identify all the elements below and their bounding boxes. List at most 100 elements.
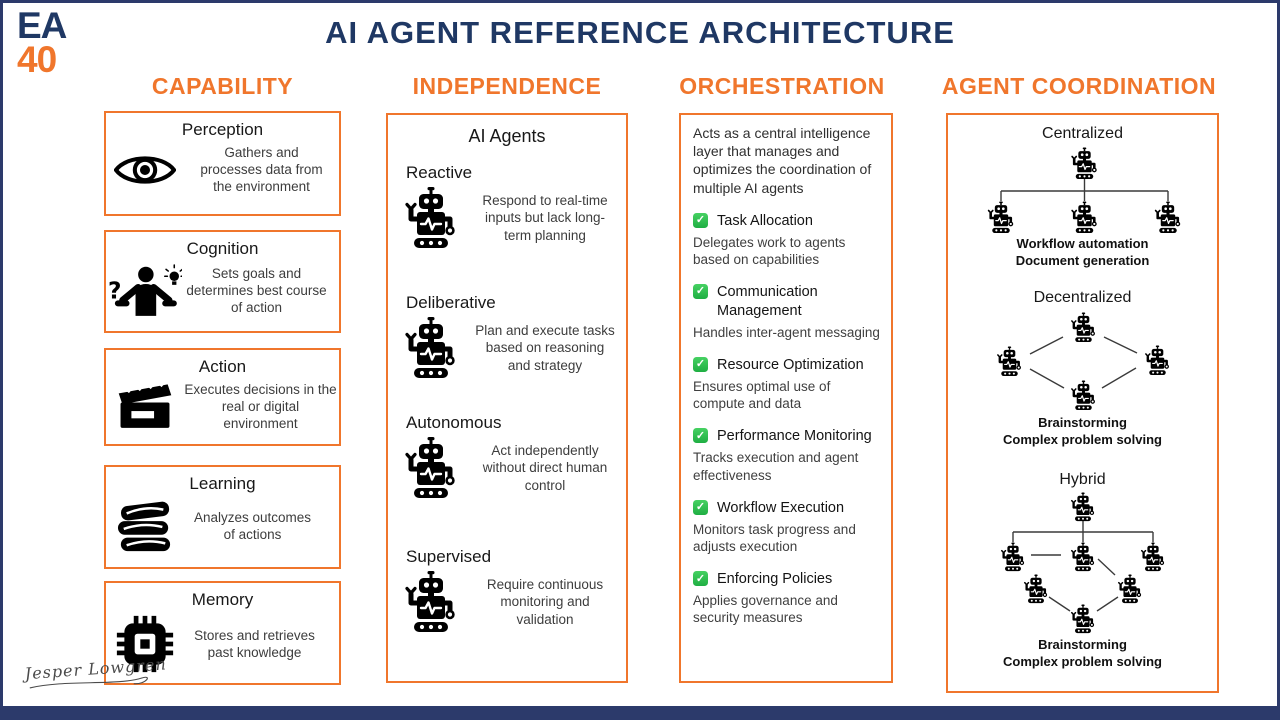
caption-line: Workflow automation xyxy=(1016,236,1149,251)
agent-type-description: Act independently without direct human c… xyxy=(482,443,608,493)
agent-type-title: Deliberative xyxy=(406,293,496,312)
check-icon: ✓ xyxy=(693,571,708,587)
robot-icon xyxy=(388,436,474,500)
capability-card-cognition: Cognition Sets goals and determines best… xyxy=(104,230,341,333)
robot-icon xyxy=(1070,312,1096,343)
card-description: Gathers and processes data from the envi… xyxy=(200,145,323,194)
robot-icon xyxy=(388,186,474,250)
robot-icon xyxy=(1000,542,1025,572)
orchestration-item-resource-optimization: ✓Resource Optimization Ensures optimal u… xyxy=(693,356,881,412)
card-title: Learning xyxy=(189,474,256,493)
orchestration-box: Acts as a central intelligence layer tha… xyxy=(679,113,893,683)
agent-type-description: Require continuous monitoring and valida… xyxy=(486,577,604,627)
column-header-independence: INDEPENDENCE xyxy=(412,73,602,99)
capability-card-learning: Learning Analyzes outcomes of actions xyxy=(104,465,341,569)
coordination-mode-title-centralized: Centralized xyxy=(1042,125,1123,142)
check-icon: ✓ xyxy=(693,428,708,444)
thinking-person-icon xyxy=(106,263,184,317)
orchestration-item-title: Enforcing Policies xyxy=(717,571,833,588)
robot-icon xyxy=(388,570,474,634)
signature-flourish xyxy=(29,676,148,689)
capability-card-memory: Memory Stores and retrieves past knowled… xyxy=(104,581,341,685)
check-icon: ✓ xyxy=(693,499,708,515)
robot-icon xyxy=(1070,542,1095,572)
column-header-orchestration: ORCHESTRATION xyxy=(679,73,885,99)
check-icon: ✓ xyxy=(693,357,708,373)
card-title: Memory xyxy=(191,590,254,609)
robot-icon xyxy=(1070,201,1098,234)
orchestration-item-description: Delegates work to agents based on capabi… xyxy=(693,234,846,267)
agent-type-deliberative: Deliberative Plan and execute tasks base… xyxy=(388,293,626,380)
caption-line: Complex problem solving xyxy=(1003,653,1162,669)
coordination-mode-caption: Brainstorming Complex problem solving xyxy=(948,637,1217,671)
orchestration-intro: Acts as a central intelligence layer tha… xyxy=(693,125,872,196)
agent-type-supervised: Supervised Require continuous monitoring… xyxy=(388,547,626,634)
card-description: Sets goals and determines best course of… xyxy=(186,265,327,315)
orchestration-item-title: Resource Optimization xyxy=(717,357,864,374)
orchestration-item-title: Task Allocation xyxy=(717,212,813,229)
orchestration-item-title: Communication Management xyxy=(717,284,818,319)
agent-type-reactive: Reactive Respond to real-time inputs but… xyxy=(388,163,626,250)
books-icon xyxy=(106,498,184,554)
card-description: Executes decisions in the real or digita… xyxy=(184,382,337,431)
robot-icon xyxy=(996,346,1022,377)
agent-type-autonomous: Autonomous Act independently without dir… xyxy=(388,413,626,500)
card-title: Cognition xyxy=(186,239,259,258)
agent-type-title: Autonomous xyxy=(406,413,502,432)
caption-line: Complex problem solving xyxy=(1003,431,1162,447)
logo-line2: 40 xyxy=(17,39,57,81)
robot-icon xyxy=(1154,201,1181,234)
ea40-logo: EA 40 xyxy=(17,5,67,81)
coordination-mode-caption: Brainstorming Complex problem solving xyxy=(948,415,1217,449)
agent-type-title: Supervised xyxy=(406,547,492,566)
card-description: Analyzes outcomes of actions xyxy=(193,510,312,542)
eye-icon xyxy=(106,150,184,190)
orchestration-item-description: Handles inter-agent messaging xyxy=(693,324,880,340)
orchestration-item-description: Applies governance and security measures xyxy=(693,593,838,626)
coordination-mode-caption: Workflow automation Document generation xyxy=(948,236,1217,270)
author-signature: Jesper Lowgren xyxy=(24,654,176,694)
orchestration-item-communication-management: ✓ Communication Management Handles inter-… xyxy=(693,283,881,341)
card-title: Action xyxy=(198,357,247,376)
card-description: Stores and retrieves past knowledge xyxy=(194,628,315,660)
coordination-mode-title-hybrid: Hybrid xyxy=(1059,471,1106,488)
capability-card-perception: Perception Gathers and processes data fr… xyxy=(104,111,341,216)
robot-icon xyxy=(1117,574,1142,604)
capability-card-action: Action Executes decisions in the real or… xyxy=(104,348,341,446)
agent-type-title: Reactive xyxy=(406,163,473,182)
robot-icon xyxy=(987,201,1014,234)
orchestration-item-workflow-execution: ✓ Workflow Execution Monitors task progre… xyxy=(693,499,881,555)
independence-box-title: AI Agents xyxy=(468,126,546,146)
column-header-agent-coordination: AGENT COORDINATION xyxy=(941,73,1217,99)
agent-coordination-box: Centralized Workflow automation Document… xyxy=(946,113,1219,693)
bottom-accent-bar xyxy=(3,706,1277,717)
check-icon: ✓ xyxy=(693,284,708,300)
card-title: Perception xyxy=(181,120,264,139)
column-header-capability: CAPABILITY xyxy=(151,73,294,99)
caption-line: Brainstorming xyxy=(1038,415,1127,430)
independence-box: AI Agents Reactive Respond to real-time … xyxy=(386,113,628,683)
orchestration-item-title: Performance Monitoring xyxy=(717,428,872,445)
page-title: AI AGENT REFERENCE ARCHITECTURE xyxy=(325,15,955,50)
orchestration-item-title: Workflow Execution xyxy=(717,499,845,516)
coordination-mode-title-decentralized: Decentralized xyxy=(1033,289,1132,306)
agent-type-description: Plan and execute tasks based on reasonin… xyxy=(475,323,615,373)
centralized-topology-diagram xyxy=(987,147,1181,234)
caption-line: Brainstorming xyxy=(1038,637,1127,652)
robot-icon xyxy=(1023,574,1048,604)
orchestration-item-performance-monitoring: ✓ Performance Monitoring Tracks execution… xyxy=(693,427,881,483)
orchestration-item-description: Tracks execution and agent effectiveness xyxy=(693,450,859,483)
clapperboard-icon xyxy=(106,382,184,432)
orchestration-item-enforcing-policies: ✓ Enforcing Policies Applies governance a… xyxy=(693,570,881,626)
robot-icon xyxy=(1070,492,1095,522)
decentralized-topology-diagram xyxy=(996,312,1170,411)
orchestration-item-description: Monitors task progress and adjusts execu… xyxy=(693,521,856,554)
robot-icon xyxy=(1070,604,1095,634)
robot-icon xyxy=(1070,147,1098,180)
robot-icon xyxy=(1070,380,1096,411)
agent-type-description: Respond to real-time inputs but lack lon… xyxy=(482,193,608,243)
robot-icon xyxy=(1144,345,1170,376)
logo-line1: EA xyxy=(17,5,67,46)
caption-line: Document generation xyxy=(1015,252,1150,268)
